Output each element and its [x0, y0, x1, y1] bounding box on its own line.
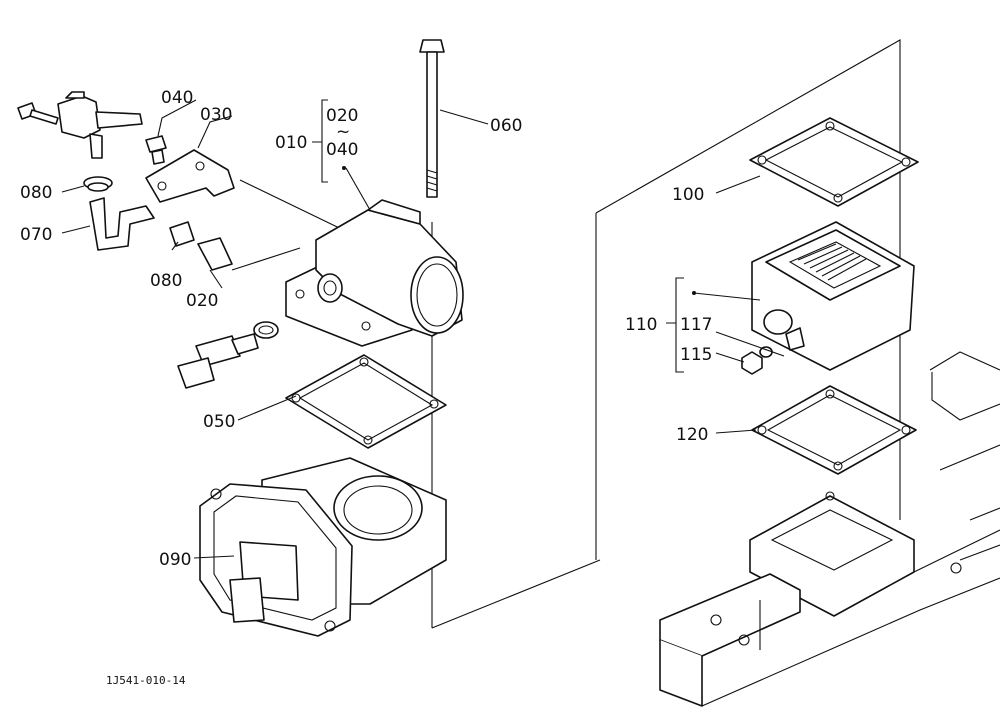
callout-030: 030: [200, 105, 232, 125]
gasket-050: [285, 354, 447, 449]
callout-040: 040: [161, 88, 193, 108]
callout-115: 115: [680, 345, 712, 365]
intake-heater-110: [751, 221, 915, 371]
nut-115: [741, 351, 763, 375]
pipe-020: [197, 237, 233, 271]
callout-070: 070: [20, 225, 52, 245]
hose-clip-080-lower: [169, 221, 195, 247]
callout-060: 060: [490, 116, 522, 136]
callout-090: 090: [159, 550, 191, 570]
callout-110: 110: [625, 315, 657, 335]
figure-id: 1J541-010-14: [106, 674, 186, 687]
inlet-housing-010: [285, 199, 464, 347]
bracket-110-group: [666, 277, 684, 373]
temperature-sensor: [177, 321, 279, 389]
gasket-120: [751, 385, 917, 475]
callout-050: 050: [203, 412, 235, 432]
callout-020: 020: [186, 291, 218, 311]
leader-060: [439, 109, 489, 125]
group-bracket-tilde: ~: [336, 122, 350, 142]
callout-120: 120: [676, 425, 708, 445]
callout-080-lower: 080: [150, 271, 182, 291]
callout-117: 117: [680, 315, 712, 335]
intake-manifold-partial: [659, 351, 1000, 707]
group-bracket-end: 040: [326, 140, 358, 160]
long-bolt-060: [419, 39, 445, 198]
throttle-body-090: [199, 457, 447, 637]
group-bracket-start: 020: [326, 106, 358, 126]
screw-040: [145, 135, 167, 165]
hose-clip-080-upper: [83, 176, 113, 192]
bracket-010-group: [312, 99, 328, 183]
hose-070: [89, 197, 155, 251]
callout-100: 100: [672, 185, 704, 205]
callout-010: 010: [275, 133, 307, 153]
callout-080-upper: 080: [20, 183, 52, 203]
sensor-bracket-assembly: [17, 91, 143, 159]
gasket-100: [749, 117, 919, 207]
bracket-030: [145, 149, 235, 203]
assembly-frame-outline: [431, 39, 901, 629]
